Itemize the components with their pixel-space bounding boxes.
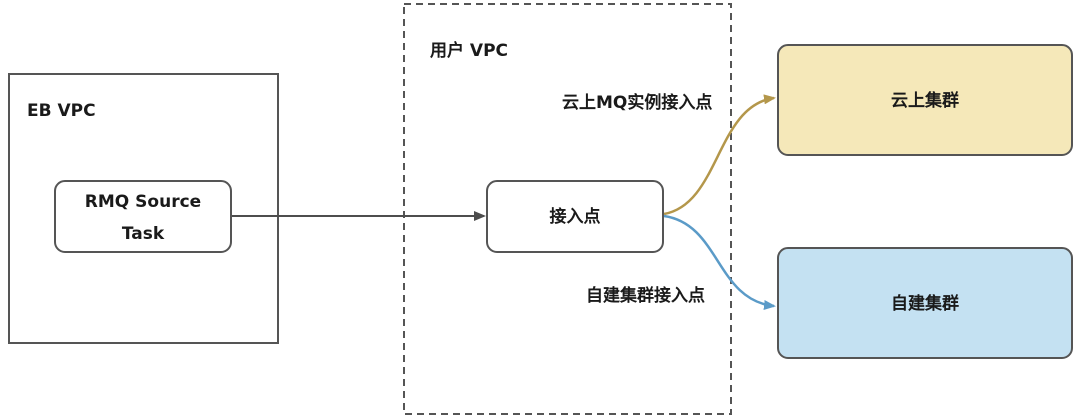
access-point-node: 接入点 [486, 180, 664, 253]
rmq-source-task-line2: Task [122, 224, 165, 244]
cloud-cluster-node: 云上集群 [777, 44, 1073, 156]
self-built-cluster-label: 自建集群 [891, 293, 959, 314]
eb-vpc-title: EB VPC [27, 101, 96, 121]
cloud-endpoint-edge [663, 94, 776, 216]
cloud-endpoint-label: 云上MQ实例接入点 [562, 92, 712, 113]
eb-vpc-region: EB VPC [8, 73, 279, 344]
cloud-cluster-label: 云上集群 [891, 90, 959, 111]
rmq-source-task-node: RMQ Source Task [54, 180, 232, 253]
user-vpc-border [403, 3, 732, 415]
eb-vpc-border [8, 73, 279, 344]
access-point-label: 接入点 [550, 206, 601, 227]
self-built-cluster-node: 自建集群 [777, 247, 1073, 359]
self-built-endpoint-edge [663, 214, 776, 310]
self-built-endpoint-label: 自建集群接入点 [586, 285, 705, 306]
user-vpc-region: 用户 VPC [403, 3, 732, 415]
rmq-source-task-line1: RMQ Source [85, 192, 201, 212]
user-vpc-title: 用户 VPC [430, 40, 508, 61]
